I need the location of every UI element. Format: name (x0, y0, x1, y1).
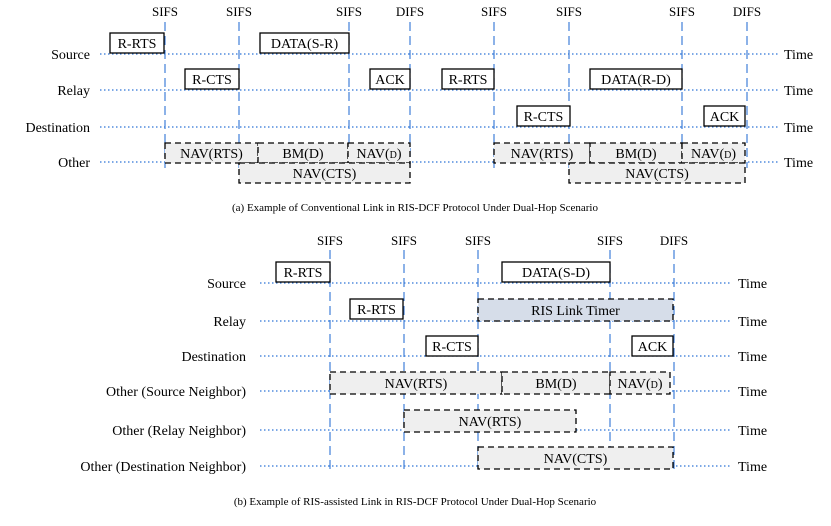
b-frame-box-5 (631, 335, 674, 357)
b-marker-label-0: SIFS (317, 233, 343, 248)
a-frame-label-4: R-RTS (449, 73, 488, 88)
b-nav-box-10 (477, 446, 674, 470)
b-timer-box-3 (477, 298, 674, 322)
a-time-label-1: Time (784, 84, 813, 99)
b-frame-label-5: ACK (638, 340, 668, 355)
b-nav-label-7: BM(D) (535, 377, 577, 392)
a-nav-box-11 (238, 162, 411, 184)
a-frame-box-2 (184, 68, 240, 90)
b-frame-label-4: R-CTS (432, 340, 472, 355)
a-row-label-1: Relay (57, 84, 90, 99)
a-marker-label-5: SIFS (556, 4, 582, 19)
a-nav-label-12: NAV(RTS) (511, 147, 574, 162)
a-frame-label-2: R-CTS (192, 73, 232, 88)
b-time-label-2: Time (738, 350, 767, 365)
a-frame-label-7: ACK (710, 110, 740, 125)
a-marker-label-2: SIFS (336, 4, 362, 19)
b-nav-box-7 (501, 371, 611, 395)
a-caption: (a) Example of Conventional Link in RIS-… (232, 202, 598, 214)
b-marker-label-2: SIFS (465, 233, 491, 248)
a-frame-box-6 (516, 105, 571, 127)
a-marker-label-1: SIFS (226, 4, 252, 19)
a-frame-label-0: R-RTS (118, 37, 157, 52)
a-frame-box-0 (109, 32, 165, 54)
a-row-label-0: Source (51, 48, 90, 63)
a-time-label-3: Time (784, 156, 813, 171)
b-frame-label-0: R-RTS (284, 266, 323, 281)
b-nav-label-9: NAV(RTS) (459, 415, 522, 430)
a-frame-label-3: ACK (375, 73, 405, 88)
b-row-label-2: Destination (181, 350, 246, 365)
a-row-label-3: Other (58, 156, 90, 171)
a-nav-label-13: BM(D) (615, 147, 657, 162)
a-marker-label-6: SIFS (669, 4, 695, 19)
b-marker-label-3: SIFS (597, 233, 623, 248)
a-frame-box-3 (369, 68, 411, 90)
b-nav-label-10: NAV(CTS) (544, 452, 608, 467)
a-nav-label-10: NAV(D) (356, 147, 401, 162)
b-frame-box-0 (275, 261, 331, 283)
b-nav-label-6: NAV(RTS) (385, 377, 448, 392)
a-row-label-2: Destination (25, 121, 90, 136)
b-nav-box-8 (609, 371, 671, 395)
a-frame-box-7 (703, 105, 746, 127)
b-row-label-4: Other (Relay Neighbor) (112, 424, 246, 439)
b-time-label-0: Time (738, 277, 767, 292)
b-row-label-0: Source (207, 277, 246, 292)
a-nav-label-9: BM(D) (282, 147, 324, 162)
b-row-label-1: Relay (213, 315, 246, 330)
b-marker-label-1: SIFS (391, 233, 417, 248)
b-nav-label-8: NAV(D) (617, 377, 662, 392)
b-caption: (b) Example of RIS-assisted Link in RIS-… (234, 496, 597, 508)
a-nav-label-15: NAV(CTS) (625, 167, 689, 182)
a-frame-label-5: DATA(R-D) (601, 73, 671, 88)
b-time-label-5: Time (738, 460, 767, 475)
b-timer-label-3: RIS Link Timer (531, 304, 620, 319)
a-marker-label-0: SIFS (152, 4, 178, 19)
a-frame-label-1: DATA(S-R) (271, 37, 339, 52)
a-nav-label-8: NAV(RTS) (180, 147, 243, 162)
a-time-label-2: Time (784, 121, 813, 136)
b-marker-label-4: DIFS (660, 233, 688, 248)
b-row-label-5: Other (Destination Neighbor) (80, 460, 246, 475)
a-marker-label-7: DIFS (733, 4, 761, 19)
a-frame-box-5 (589, 68, 683, 90)
a-frame-box-1 (259, 32, 350, 54)
b-time-label-3: Time (738, 385, 767, 400)
a-frame-label-6: R-CTS (524, 110, 564, 125)
a-nav-label-14: NAV(D) (691, 147, 736, 162)
a-marker-label-3: DIFS (396, 4, 424, 19)
a-time-label-0: Time (784, 48, 813, 63)
b-time-label-4: Time (738, 424, 767, 439)
a-marker-label-4: SIFS (481, 4, 507, 19)
b-frame-box-4 (425, 335, 479, 357)
a-frame-box-4 (441, 68, 495, 90)
b-frame-label-1: DATA(S-D) (522, 266, 590, 281)
b-frame-box-2 (349, 298, 404, 320)
b-row-label-3: Other (Source Neighbor) (106, 385, 246, 400)
a-nav-label-11: NAV(CTS) (293, 167, 357, 182)
b-frame-label-2: R-RTS (357, 303, 396, 318)
b-time-label-1: Time (738, 315, 767, 330)
a-nav-box-15 (568, 162, 746, 184)
b-frame-box-1 (501, 261, 611, 283)
b-nav-box-9 (403, 409, 577, 433)
